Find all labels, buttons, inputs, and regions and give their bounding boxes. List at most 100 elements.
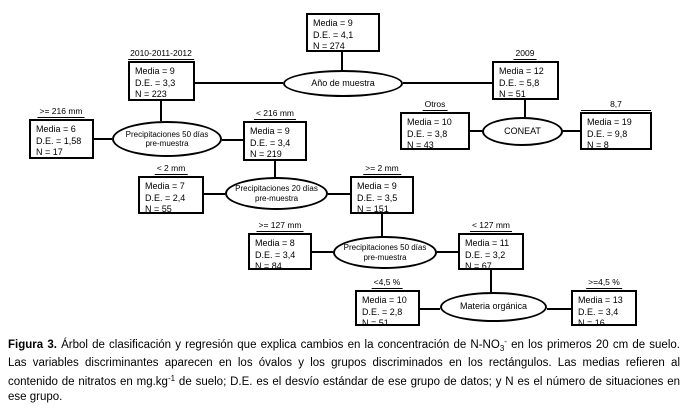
figure-caption: Figura 3. Árbol de clasificación y regre… xyxy=(8,334,680,405)
caption-text: de suelo; D.E. es el desvío estándar de … xyxy=(8,376,680,403)
branch-label-otros: Otros xyxy=(422,99,448,111)
split-node-precipitaciones-20-dias: Precipitaciones 20 días pre-muestra xyxy=(225,177,328,210)
connector-line xyxy=(274,161,276,177)
split-node-label: pre-muestra xyxy=(145,139,189,148)
caption-figure-label: Figura 3. xyxy=(8,339,57,351)
stat-media: Media = 11 xyxy=(465,238,510,248)
split-node-label: pre-muestra xyxy=(363,252,407,262)
stat-de: D.E. = 3,3 xyxy=(135,77,176,88)
stat-box-2009: Media = 12 D.E. = 5,8 N = 51 xyxy=(492,61,559,100)
stat-box-otros: Media = 10 D.E. = 3,8 N = 43 xyxy=(400,112,470,150)
connector-line xyxy=(160,101,162,121)
connector-line xyxy=(403,82,492,84)
connector-line xyxy=(222,139,243,141)
stat-box-lt-4-5pct: Media = 10 D.E. = 2,8 N = 51 xyxy=(355,290,420,328)
stat-n: N = 151 xyxy=(357,204,389,214)
connector-line xyxy=(341,52,343,70)
connector-line xyxy=(563,130,580,132)
split-node-precipitaciones-50-dias-1: Precipitaciones 50 días pre-muestra xyxy=(112,121,222,157)
stat-media: Media = 9 xyxy=(357,181,397,191)
split-node-coneat: CONEAT xyxy=(482,117,563,146)
branch-label-lt-216mm: < 216 mm xyxy=(253,108,297,120)
stat-media: Media = 9 xyxy=(250,126,290,136)
stat-media: Media = 10 xyxy=(362,295,407,305)
split-node-precipitaciones-50-dias-2: Precipitaciones 50 días pre-muestra xyxy=(333,236,437,269)
connector-line xyxy=(490,270,492,292)
stat-media: Media = 9 xyxy=(313,18,353,28)
connector-line xyxy=(312,251,333,253)
stat-de: D.E. = 3,4 xyxy=(250,137,291,148)
stat-de: D.E. = 9,8 xyxy=(587,128,628,139)
connector-line xyxy=(547,308,571,310)
caption-subscript-3: 3 xyxy=(499,344,505,353)
split-node-label: Precipitaciones 20 días xyxy=(235,184,318,193)
connector-line xyxy=(381,214,383,236)
stat-media: Media = 6 xyxy=(36,124,76,134)
branch-label-ge-127mm: >= 127 mm xyxy=(256,220,304,232)
connector-line xyxy=(195,82,283,84)
stat-box-lt-127mm: Media = 11 D.E. = 3,2 N = 67 xyxy=(458,233,524,271)
stat-media: Media = 12 xyxy=(499,66,544,76)
stat-media: Media = 10 xyxy=(407,117,452,127)
stat-box-root: Media = 9 D.E. = 4,1 N = 274 xyxy=(306,13,380,52)
branch-label-8-7: 8,7 xyxy=(581,99,651,111)
branch-label-lt-2mm: < 2 mm xyxy=(154,163,188,175)
split-node-label: Precipitaciones 50 días xyxy=(343,243,427,252)
branch-label-ge-2mm: >= 2 mm xyxy=(363,163,401,175)
connector-line xyxy=(524,100,526,117)
connector-line xyxy=(204,193,225,195)
stat-media: Media = 9 xyxy=(135,66,175,76)
branch-label-ge-216mm: >= 216 mm xyxy=(37,106,85,118)
branch-label-lt-4-5pct: <4,5 % xyxy=(371,277,403,289)
stat-n: N = 55 xyxy=(145,204,172,214)
connector-line xyxy=(437,251,458,253)
split-node-label: pre-muestra xyxy=(254,193,299,203)
stat-n: N = 17 xyxy=(36,147,63,157)
stat-n: N = 219 xyxy=(250,149,282,159)
stat-box-lt-216mm: Media = 9 D.E. = 3,4 N = 219 xyxy=(243,121,307,161)
stat-de: D.E. = 2,8 xyxy=(362,306,403,317)
connector-line xyxy=(94,138,112,140)
stat-n: N = 16 xyxy=(578,318,605,328)
stat-box-2010-2011-2012: Media = 9 D.E. = 3,3 N = 223 xyxy=(128,61,195,101)
stat-de: D.E. = 1,58 xyxy=(36,135,82,146)
caption-text: en los primeros 20 cm de suelo. Las vari… xyxy=(8,339,680,388)
stat-media: Media = 7 xyxy=(145,181,185,191)
branch-label-2009: 2009 xyxy=(513,48,537,60)
split-node-materia-organica: Materia orgánica xyxy=(440,292,547,322)
branch-label-ge-4-5pct: >=4,5 % xyxy=(586,277,622,289)
split-node-label: Materia orgánica xyxy=(459,301,528,312)
stat-de: D.E. = 3,4 xyxy=(578,306,619,317)
stat-n: N = 84 xyxy=(255,261,282,271)
connector-line xyxy=(328,193,350,195)
split-node-ano-de-muestra: Año de muestra xyxy=(283,70,403,97)
stat-n: N = 51 xyxy=(362,318,389,328)
stat-box-8-7: Media = 19 D.E. = 9,8 N = 8 xyxy=(580,112,652,150)
caption-text: Árbol de clasificación y regresión que e… xyxy=(56,339,500,351)
stat-box-ge-4-5pct: Media = 13 D.E. = 3,4 N = 16 xyxy=(571,290,637,328)
stat-de: D.E. = 3,5 xyxy=(357,192,398,203)
stat-n: N = 67 xyxy=(465,261,492,271)
stat-de: D.E. = 5,8 xyxy=(499,77,540,88)
split-node-label: CONEAT xyxy=(504,125,541,136)
stat-n: N = 223 xyxy=(135,89,167,99)
stat-box-ge-2mm: Media = 9 D.E. = 3,5 N = 151 xyxy=(350,176,414,214)
split-node-label: Precipitaciones 50 días xyxy=(125,129,209,139)
stat-box-ge-216mm: Media = 6 D.E. = 1,58 N = 17 xyxy=(29,119,94,159)
split-node-label: Año de muestra xyxy=(311,77,375,88)
stat-n: N = 8 xyxy=(587,140,609,150)
connector-line xyxy=(470,130,482,132)
stat-n: N = 274 xyxy=(313,41,345,51)
stat-box-ge-127mm: Media = 8 D.E. = 3,4 N = 84 xyxy=(248,233,312,271)
caption-superscript-minus1: -1 xyxy=(167,374,176,383)
stat-de: D.E. = 3,2 xyxy=(465,249,506,260)
stat-de: D.E. = 3,8 xyxy=(407,128,448,139)
stat-n: N = 43 xyxy=(407,140,434,150)
stat-media: Media = 13 xyxy=(578,295,623,305)
branch-label-2010-2011-2012: 2010-2011-2012 xyxy=(128,48,194,60)
stat-de: D.E. = 4,1 xyxy=(313,29,354,40)
caption-superscript-minus: - xyxy=(504,337,507,346)
branch-label-lt-127mm: < 127 mm xyxy=(469,220,513,232)
stat-de: D.E. = 2,4 xyxy=(145,192,186,203)
